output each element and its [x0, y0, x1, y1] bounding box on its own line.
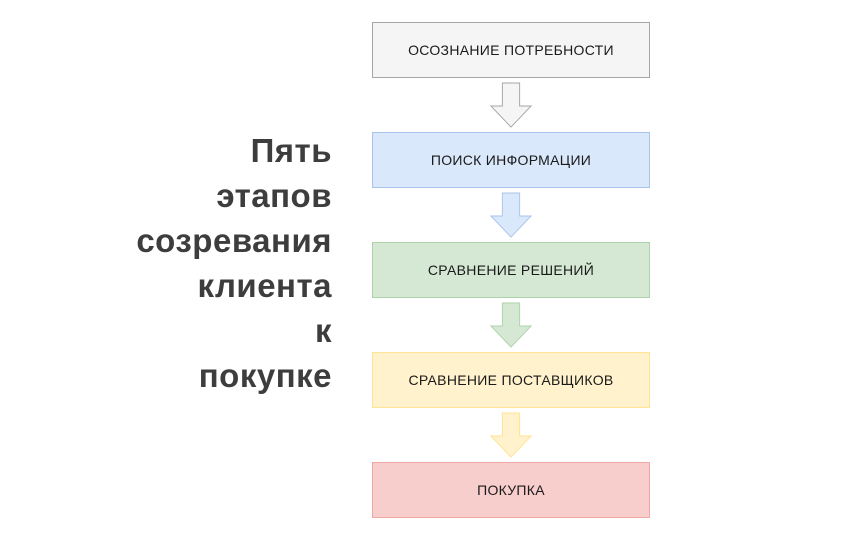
stage-label: ОСОЗНАНИЕ ПОТРЕБНОСТИ — [408, 42, 614, 58]
title-line: этапов — [216, 177, 332, 214]
title-line: Пять — [250, 132, 332, 169]
stage-label: ПОКУПКА — [477, 482, 545, 498]
diagram-title: Пять этапов созревания клиента к покупке — [52, 128, 332, 398]
stage-box-solution-comparison: СРАВНЕНИЕ РЕШЕНИЙ — [372, 242, 650, 298]
title-line: клиента — [197, 267, 332, 304]
stage-label: СРАВНЕНИЕ РЕШЕНИЙ — [427, 262, 595, 278]
stage-box-information-search: ПОИСК ИНФОРМАЦИИ — [372, 132, 650, 188]
title-line: покупке — [198, 357, 332, 394]
down-arrow-icon — [489, 412, 533, 458]
title-line: созревания — [136, 222, 332, 259]
stage-box-vendor-comparison: СРАВНЕНИЕ ПОСТАВЩИКОВ — [372, 352, 650, 408]
title-line: к — [314, 312, 332, 349]
stage-label: СРАВНЕНИЕ ПОСТАВЩИКОВ — [408, 372, 614, 388]
down-arrow-icon — [489, 82, 533, 128]
down-arrow-icon — [489, 192, 533, 238]
stage-box-purchase: ПОКУПКА — [372, 462, 650, 518]
flow-column: ОСОЗНАНИЕ ПОТРЕБНОСТИ ПОИСК ИНФОРМАЦИИ С… — [372, 22, 650, 518]
stage-label: ПОИСК ИНФОРМАЦИИ — [430, 152, 592, 168]
down-arrow-icon — [489, 302, 533, 348]
stage-box-need-recognition: ОСОЗНАНИЕ ПОТРЕБНОСТИ — [372, 22, 650, 78]
